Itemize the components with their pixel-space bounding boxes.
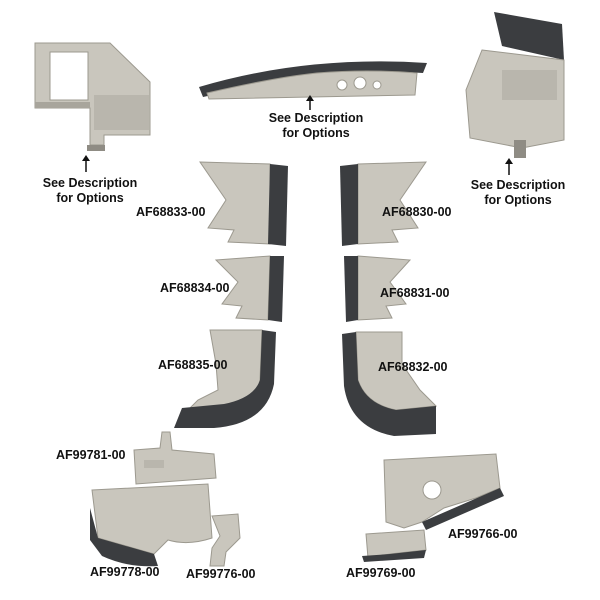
arrow-up-icon (505, 158, 513, 175)
part-number-af99778: AF99778-00 (90, 565, 160, 579)
baffle-af99781 (133, 431, 217, 485)
arrow-up-icon (306, 95, 314, 110)
part-number-af99766: AF99766-00 (448, 527, 518, 541)
arrow-up-icon (82, 155, 90, 172)
part-number-af99776: AF99776-00 (186, 567, 256, 581)
note-line-2: for Options (484, 193, 552, 207)
baffle-af68832 (342, 331, 438, 436)
part-number-af68834: AF68834-00 (160, 281, 230, 295)
top-right-options-note: See Description for Options (458, 178, 578, 208)
part-number-af68832: AF68832-00 (378, 360, 448, 374)
baffle-af99769 (362, 529, 427, 562)
top-left-baffle-panel (34, 42, 151, 151)
baffle-af99776 (209, 513, 241, 567)
baffle-af99778 (90, 483, 213, 567)
part-number-af68835: AF68835-00 (158, 358, 228, 372)
part-number-af68833: AF68833-00 (136, 205, 206, 219)
baffle-af99766 (383, 453, 504, 530)
baffle-af68835 (174, 329, 276, 428)
part-number-af99781: AF99781-00 (56, 448, 126, 462)
top-right-baffle-panel (465, 12, 565, 158)
top-center-options-note: See Description for Options (256, 111, 376, 141)
baffle-af68830 (340, 161, 427, 246)
note-line-2: for Options (282, 126, 350, 140)
note-line-1: See Description (42, 176, 138, 190)
part-number-af68831: AF68831-00 (380, 286, 450, 300)
part-number-af99769: AF99769-00 (346, 566, 416, 580)
top-left-options-note: See Description for Options (30, 176, 150, 206)
note-line-1: See Description (470, 178, 566, 192)
part-number-af68830: AF68830-00 (382, 205, 452, 219)
note-line-1: See Description (268, 111, 364, 125)
baffle-af68831 (344, 255, 412, 322)
baffle-af68833 (199, 161, 288, 246)
baffle-af68834 (214, 255, 284, 322)
note-line-2: for Options (56, 191, 124, 205)
top-center-arch-panel (199, 61, 427, 100)
